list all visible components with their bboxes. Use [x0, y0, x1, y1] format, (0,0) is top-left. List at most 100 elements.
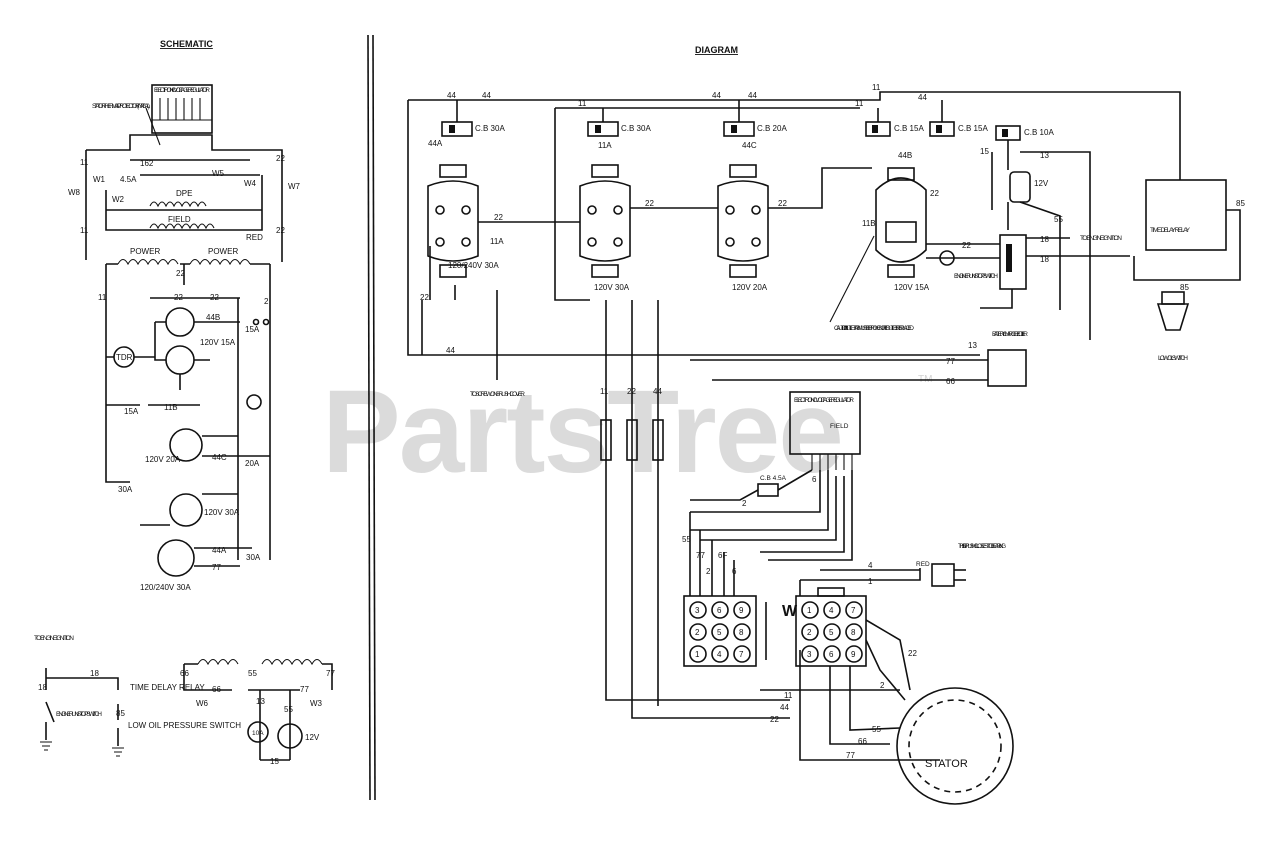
brush-assembly: RED THIS BRUSH CLOSEST TO BEARING	[916, 543, 1006, 587]
breaker-10a-label: 10A	[252, 730, 264, 737]
right-block-pin-circle	[823, 601, 841, 619]
stator-protector-label: STATOR THERMAL PROTECTOR (TYPICAL)	[92, 103, 151, 110]
field-coil	[149, 223, 215, 230]
right-block-pin-circle	[845, 623, 863, 641]
time-delay-relay-box: TIME DELAY RELAY	[1145, 179, 1227, 251]
power-label-2: POWER	[208, 247, 238, 256]
wire-11-top-1: 11	[578, 99, 587, 108]
low-oil-label: LOW OIL PRESSURE SWITCH	[128, 721, 241, 730]
right-block-pin-circle	[823, 645, 841, 663]
num-77-c: 77	[326, 669, 335, 678]
wire-13-b: 13	[968, 341, 977, 350]
diagram-regulator: ELECTRONIC VOLTAGE REGULATOR FIELD	[789, 391, 861, 470]
left-block-pin-number: 5	[717, 628, 722, 637]
battery-12v-label: 12V	[305, 733, 320, 742]
low-oil-switch: 85 LOW OIL SWITCH	[1156, 283, 1189, 362]
wire-11a-b: 11A	[490, 237, 504, 246]
wire-22-f: 22	[962, 241, 971, 250]
left-block-pin-circle	[733, 645, 751, 663]
receptacle-120v-15a: 120V 15A	[875, 167, 930, 292]
stator-label: STATOR	[925, 758, 968, 770]
wire-72-bottom: 22	[770, 715, 779, 724]
wire-44-v: 44	[653, 387, 662, 396]
left-block-pin-circle	[733, 623, 751, 641]
terminal-block-right	[795, 587, 867, 667]
wire-55-left: 55	[682, 535, 691, 544]
left-block-pin-number: 9	[739, 606, 744, 615]
exciter-coils	[197, 658, 323, 666]
num-11b-label: 11B	[164, 403, 178, 412]
right-block-pin-circle	[845, 601, 863, 619]
left-block-pin-circle	[689, 645, 707, 663]
wire-2-a: 2	[742, 499, 747, 508]
wire-85-label: 85	[1236, 199, 1245, 208]
schematic-regulator-label: ELECTRONIC VOLTAGE REGULATOR	[154, 87, 210, 94]
schematic-title: SCHEMATIC	[160, 39, 213, 49]
wire-44a-label: 44A	[428, 139, 443, 148]
left-block-pin-number: 1	[695, 650, 700, 659]
regulator-pins	[152, 98, 212, 121]
wire-22-right: 22	[908, 649, 917, 658]
wire-22-c: 22	[778, 199, 787, 208]
watermark-text: PartsTree	[322, 366, 842, 498]
num-11a: 11	[80, 158, 89, 167]
num-44c: 44C	[212, 453, 227, 462]
wire-85-b: 85	[1180, 283, 1189, 292]
left-block-pin-number: 2	[695, 628, 700, 637]
right-block-pin-circle	[801, 623, 819, 641]
field-label: FIELD	[168, 215, 191, 224]
num-15a-breaker: 15A	[245, 325, 260, 334]
right-block-pin-number: 2	[807, 628, 812, 637]
num-44a-b: 44A	[212, 546, 227, 555]
breaker-45a-label: C.B 4.5A	[760, 475, 787, 482]
num-66-mid: 66	[212, 685, 221, 694]
wire-22-v: 22	[627, 387, 636, 396]
wire-18-a: 18	[1040, 235, 1049, 244]
num-162: 162	[140, 159, 154, 168]
left-block-pin-number: 7	[739, 650, 744, 659]
schematic-receptacle-30a	[169, 493, 203, 527]
num-30a-breaker-2: 30A	[246, 553, 261, 562]
w-label: W	[782, 603, 798, 620]
receptacle-240v-label: 120/240V 30A	[448, 261, 499, 270]
breaker-1-label: C.B 30A	[475, 124, 505, 133]
wire-44-top-4: 44	[748, 91, 757, 100]
stator: STATOR	[896, 687, 1014, 805]
wire-77-right: 77	[846, 751, 855, 760]
wire-label-w1: W1	[93, 175, 106, 184]
run-stop-label: ENGINE RUN/STOP SWITCH	[56, 711, 102, 718]
num-45a: 4.5A	[120, 175, 137, 184]
low-oil-switch-label: LOW OIL SWITCH	[1158, 355, 1188, 362]
breaker-4-label: C.B 15A	[894, 124, 924, 133]
battery-12v-circle	[277, 723, 303, 749]
battery-charge-rectifier: BATTERY CHARGE RECTIFIER	[987, 331, 1028, 387]
wire-44c-label: 44C	[742, 141, 757, 150]
wire-44-top-2: 44	[482, 91, 491, 100]
diagram-title: DIAGRAM	[695, 45, 738, 55]
receptacle-label-30a: 120V 30A	[204, 508, 240, 517]
diagram-regulator-label: ELECTRONIC VOLTAGE REGULATOR	[794, 397, 854, 404]
num-22d: 22	[174, 293, 183, 302]
wire-44-bottom: 44	[780, 703, 789, 712]
receptacle-label-240v: 120/240V 30A	[140, 583, 191, 592]
red-label: RED	[246, 233, 263, 242]
left-block-pin-circle	[689, 623, 707, 641]
wire-6-a: 6	[812, 475, 817, 484]
left-block-pin-circle	[711, 645, 729, 663]
schematic-lamp	[246, 394, 262, 410]
wire-44b-label: 44B	[898, 151, 912, 160]
num-11c: 11	[98, 293, 107, 302]
num-18-b: 18	[38, 683, 47, 692]
num-11b: 11	[80, 226, 89, 235]
num-20a-breaker: 20A	[245, 459, 260, 468]
wire-13-label: 13	[1040, 151, 1049, 160]
caution-note: CAUTION!!! OUTLET TAB MUST BE BROKEN OFF…	[834, 325, 914, 332]
schematic-receptacle-15a-top	[165, 307, 195, 337]
left-block-pin-number: 3	[695, 606, 700, 615]
num-55-a: 55	[248, 669, 257, 678]
right-block-pin-circle	[823, 623, 841, 641]
right-block-pin-number: 1	[807, 606, 812, 615]
receptacle-120v-15a-label: 120V 15A	[894, 283, 930, 292]
